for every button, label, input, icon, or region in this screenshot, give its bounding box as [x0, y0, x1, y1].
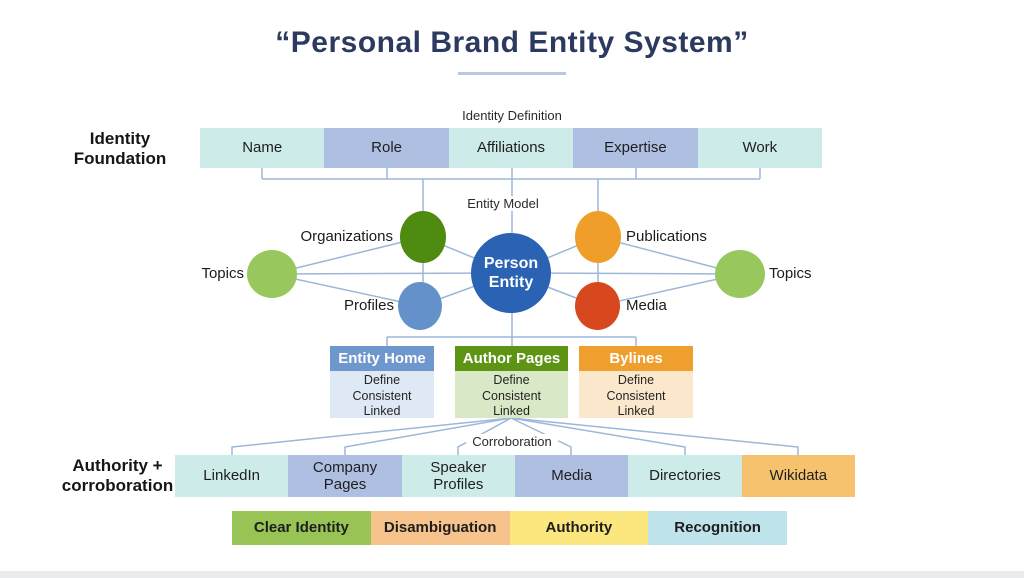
- foundation-cell-expertise: Expertise: [573, 128, 698, 168]
- author-pages-card: Author Pages Define Consistent Linked: [455, 346, 568, 418]
- footer-strip: [0, 571, 1024, 578]
- profiles-label: Profiles: [343, 297, 394, 314]
- foundation-cell-role: Role: [324, 128, 449, 168]
- legend-disambiguation: Disambiguation: [370, 511, 510, 545]
- legend-clear-identity: Clear Identity: [232, 511, 371, 545]
- legend-recognition: Recognition: [648, 511, 787, 545]
- organizations-node: [400, 211, 446, 263]
- bylines-card-body: Define Consistent Linked: [579, 371, 693, 418]
- media-label: Media: [626, 297, 667, 314]
- media-node: [575, 282, 620, 330]
- foundation-cell-name: Name: [200, 128, 325, 168]
- identity-foundation-label: Identity Foundation: [73, 129, 167, 169]
- identity-definition-label: Identity Definition: [462, 108, 562, 123]
- person-entity-line1: Person: [483, 254, 539, 272]
- entity-model-label: Entity Model: [461, 196, 545, 211]
- person-entity-line2: Entity: [488, 274, 534, 291]
- card-line: Define: [363, 373, 401, 387]
- publications-node: [575, 211, 621, 263]
- authority-cell-linkedin: LinkedIn: [175, 455, 289, 497]
- legend-row: Clear Identity Disambiguation Authority …: [232, 511, 787, 545]
- authority-cell-company-pages: Company Pages: [288, 455, 402, 497]
- card-line: Linked: [493, 404, 530, 419]
- entity-home-card-header: Entity Home: [330, 346, 434, 371]
- profiles-node: [398, 282, 442, 330]
- person-entity-node: Person Entity: [471, 233, 551, 313]
- card-line: Define: [617, 373, 655, 387]
- card-line: Define: [493, 373, 530, 387]
- authority-corroboration-row: LinkedIn Company Pages Speaker Profiles …: [175, 455, 855, 497]
- entity-home-card-body: Define Consistent Linked: [330, 371, 434, 418]
- authority-cell-speaker-profiles: Speaker Profiles: [401, 455, 515, 497]
- organizations-label: Organizations: [300, 228, 393, 245]
- entity-home-card: Entity Home Define Consistent Linked: [330, 346, 434, 418]
- foundation-cell-work: Work: [697, 128, 823, 168]
- author-pages-card-body: Define Consistent Linked: [455, 371, 568, 418]
- authority-cell-wikidata: Wikidata: [741, 455, 855, 497]
- bylines-card-header: Bylines: [579, 346, 693, 371]
- card-line: Consistent: [352, 388, 412, 403]
- foundation-cell-affiliations: Affiliations: [448, 128, 574, 168]
- diagram-title: “Personal Brand Entity System”: [275, 26, 749, 59]
- corroboration-label: Corroboration: [466, 434, 558, 449]
- publications-label: Publications: [626, 228, 707, 245]
- title-underline: [458, 72, 566, 75]
- card-line: Linked: [617, 404, 655, 419]
- authority-cell-directories: Directories: [628, 455, 742, 497]
- authority-corroboration-label: Authority + corroboration: [61, 456, 174, 496]
- topics-left-node: [247, 250, 297, 298]
- bylines-card: Bylines Define Consistent Linked: [579, 346, 693, 418]
- card-line: Consistent: [481, 388, 542, 403]
- legend-authority: Authority: [509, 511, 649, 545]
- author-pages-card-header: Author Pages: [455, 346, 568, 371]
- topics-left-label: Topics: [201, 265, 244, 282]
- card-line: Consistent: [606, 388, 666, 403]
- card-line: Linked: [363, 404, 401, 419]
- authority-cell-media: Media: [514, 455, 629, 497]
- identity-foundation-row: Name Role Affiliations Expertise Work: [200, 128, 823, 168]
- topics-right-label: Topics: [769, 265, 812, 282]
- topics-right-node: [715, 250, 765, 298]
